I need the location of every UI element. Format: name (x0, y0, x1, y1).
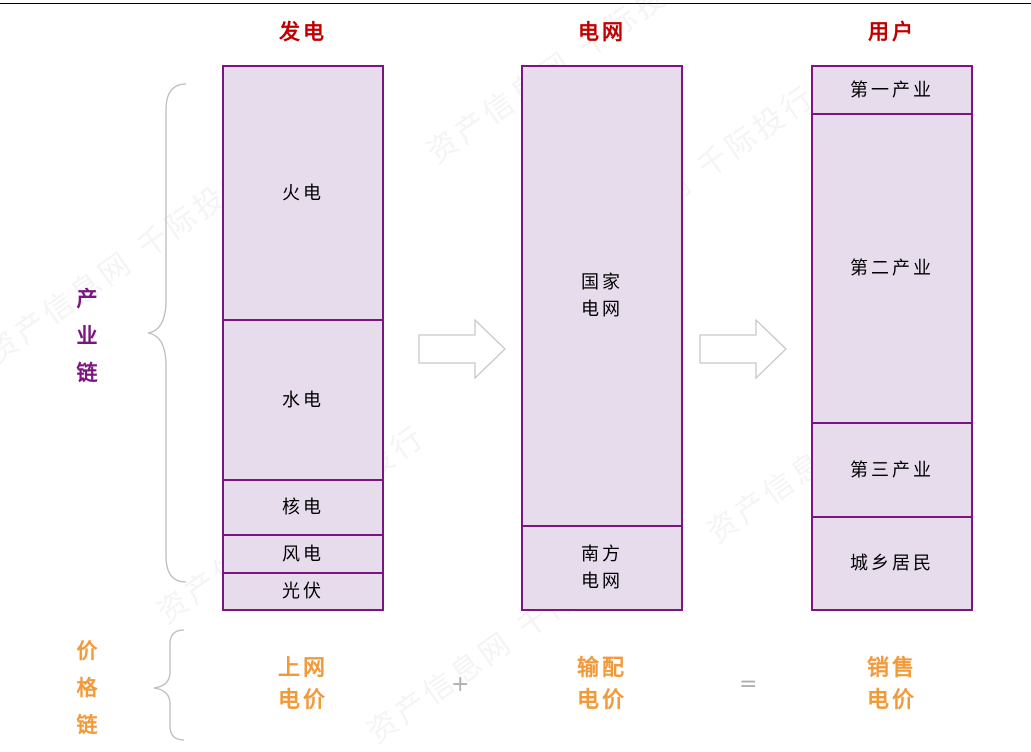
segment-primary-industry: 第一产业 (811, 65, 973, 115)
segment-state-grid: 国家 电网 (521, 65, 683, 527)
header-generation: 发电 (279, 19, 327, 44)
grid-stack: 国家 电网 南方 电网 (521, 65, 683, 611)
top-rule (0, 3, 1031, 4)
price-brace-icon (153, 629, 185, 741)
segment-southern-grid: 南方 电网 (521, 525, 683, 611)
arrow-right-icon (418, 318, 506, 380)
feed-in-price: 上网 电价 (277, 655, 328, 713)
industry-brace-icon (147, 83, 187, 583)
equals-sign: = (739, 672, 758, 697)
segment-secondary-industry: 第二产业 (811, 113, 973, 424)
users-stack: 第一产业 第二产业 第三产业 城乡居民 (811, 65, 973, 611)
segment-thermal: 火电 (222, 65, 384, 321)
sales-price: 销售 电价 (866, 655, 917, 713)
arrow-right-icon (699, 318, 787, 380)
price-chain-label: 价 格 链 (76, 638, 98, 737)
segment-nuclear: 核电 (222, 479, 384, 536)
segment-hydro: 水电 (222, 319, 384, 481)
industry-chain-label: 产 业 链 (76, 286, 98, 385)
header-users: 用户 (868, 19, 916, 44)
segment-solar: 光伏 (222, 572, 384, 611)
transmission-price: 输配 电价 (576, 655, 627, 713)
segment-residents: 城乡居民 (811, 516, 973, 611)
segment-tertiary-industry: 第三产业 (811, 422, 973, 518)
plus-sign: + (451, 672, 470, 697)
generation-stack: 火电 水电 核电 风电 光伏 (222, 65, 384, 611)
segment-wind: 风电 (222, 534, 384, 574)
header-grid: 电网 (578, 19, 626, 44)
